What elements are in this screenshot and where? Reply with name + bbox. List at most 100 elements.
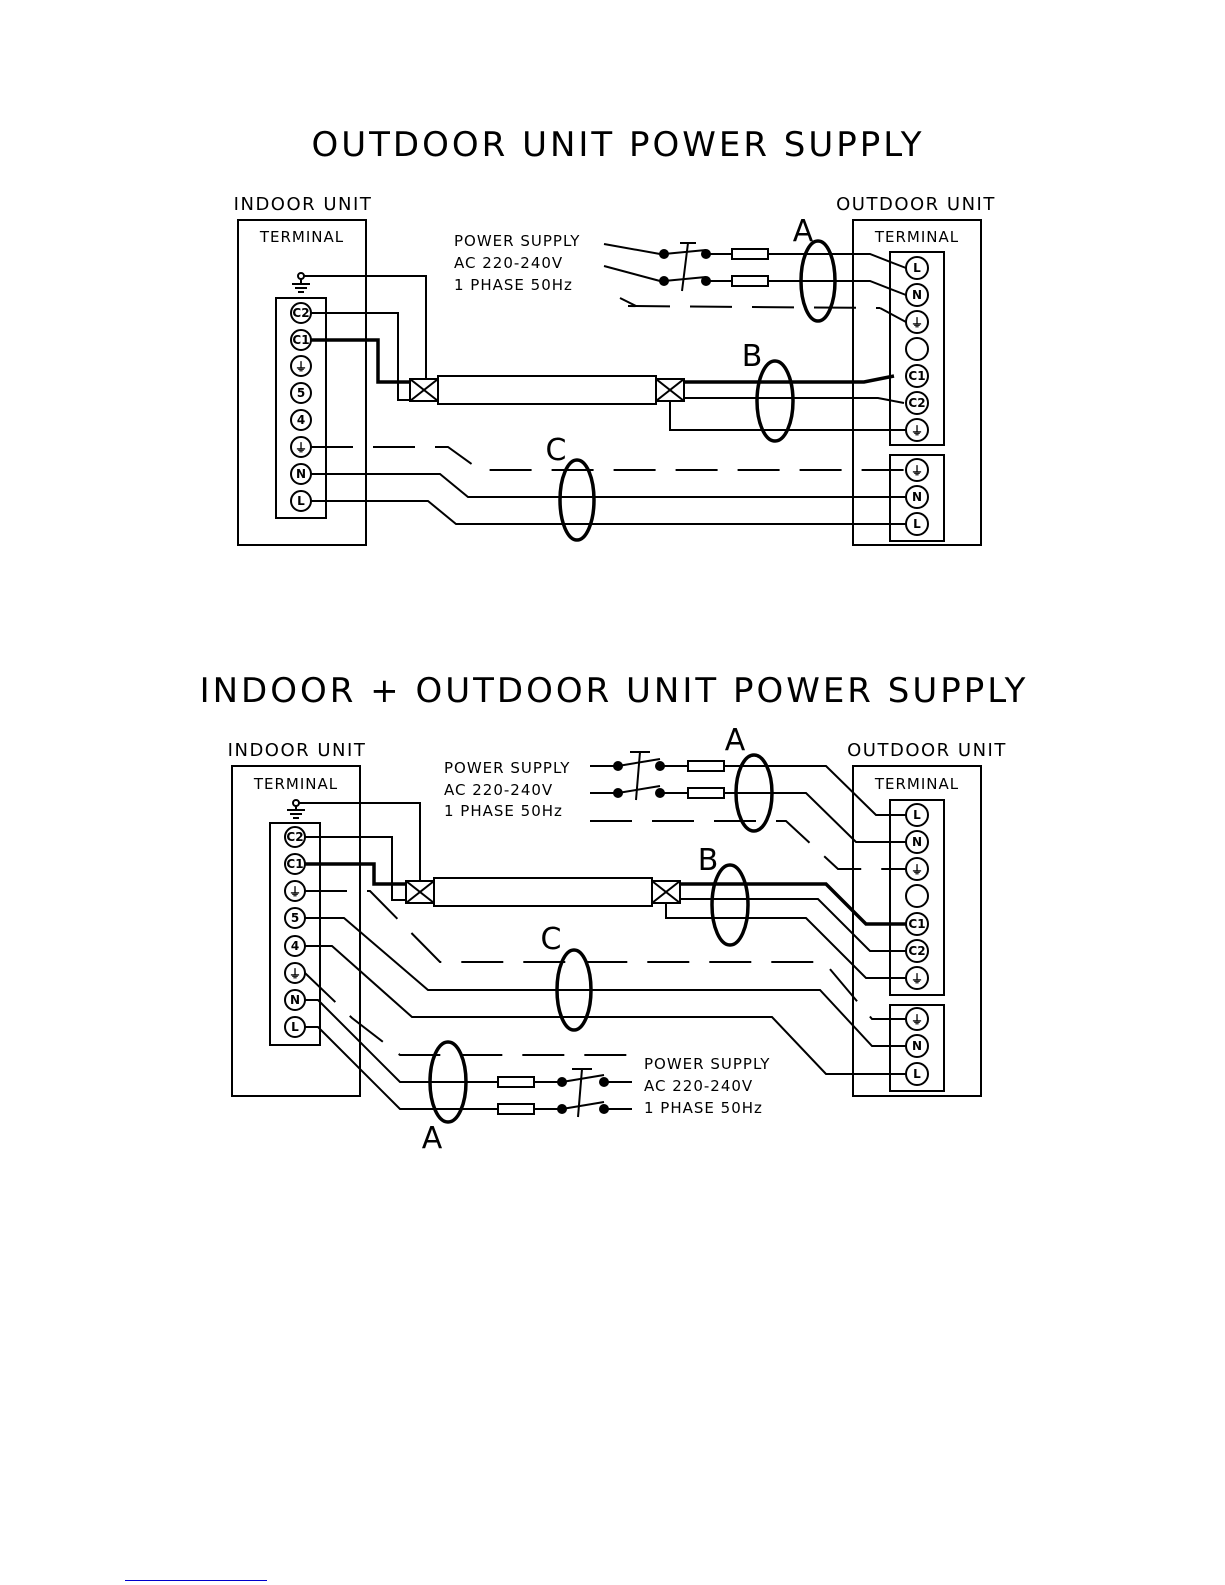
ground-node [297, 272, 305, 280]
power-supply-voltage: AC 220-240V [444, 781, 553, 799]
outdoor-unit-box [852, 765, 982, 1097]
terminal-label: ⏚ [911, 316, 923, 330]
indoor-unit-box [231, 765, 361, 1097]
page-link-underline[interactable] [125, 1580, 267, 1581]
cable-c-label: C [546, 433, 567, 468]
power-supply-label: POWER SUPPLY [444, 759, 570, 777]
cable-c-marker [558, 458, 596, 542]
terminal-5 [290, 382, 312, 404]
cable-a-marker [734, 753, 774, 833]
terminal-label: L [913, 517, 921, 531]
outdoor-terminal-label: TERMINAL [874, 775, 959, 793]
terminal-label: ⏚ [289, 967, 301, 981]
terminal-label: N [912, 288, 922, 302]
communication-cable [437, 375, 657, 405]
power-supply-phase: 1 PHASE 50Hz [644, 1099, 763, 1117]
diagram-1-title: OUTDOOR UNIT POWER SUPPLY [312, 125, 925, 165]
switch-contact [659, 249, 669, 259]
terminal-label: C1 [292, 333, 309, 347]
indoor-unit-label: INDOOR UNIT [228, 740, 367, 761]
terminal-label: C1 [908, 917, 925, 931]
terminal-label: L [913, 808, 921, 822]
terminal-label: C2 [908, 396, 925, 410]
indoor-terminal-block [275, 297, 327, 519]
outdoor-unit-label: OUTDOOR UNIT [836, 194, 996, 215]
cable-a-marker [428, 1040, 468, 1124]
terminal-label: C1 [908, 369, 925, 383]
cable-a-top-wires [590, 751, 906, 870]
terminal-label: 5 [291, 911, 299, 925]
terminal-label: ⏚ [911, 972, 923, 986]
power-supply-label: POWER SUPPLY [454, 232, 580, 250]
terminal-label: 5 [297, 386, 305, 400]
terminal-ground [290, 355, 312, 377]
ground-icon [292, 279, 310, 293]
terminal-label: ⏚ [295, 441, 307, 455]
cable-a-label: A [793, 214, 814, 249]
cable-c-wires [305, 890, 906, 1075]
outdoor-terminal-block-top [889, 799, 945, 996]
terminal-label: ⏚ [911, 464, 923, 478]
terminal-label: L [291, 1020, 299, 1034]
terminal-4 [290, 409, 312, 431]
outdoor-terminals: L N ⏚ C1 C2 ⏚ ⏚ N L [905, 803, 929, 1086]
terminal-label: C1 [286, 857, 303, 871]
terminal-label: C2 [908, 944, 925, 958]
terminal-empty [905, 337, 929, 361]
cable-b-wires [299, 802, 906, 979]
terminal-label: ⏚ [911, 424, 923, 438]
terminal-label: L [297, 494, 305, 508]
terminal-label: ⏚ [295, 360, 307, 374]
terminal-label: ⏚ [289, 885, 301, 899]
cable-c-wires [311, 446, 906, 525]
terminal-label: L [913, 261, 921, 275]
indoor-terminal-label: TERMINAL [259, 228, 344, 246]
terminal-label: C2 [286, 830, 303, 844]
diagram-indoor-outdoor-power-supply: INDOOR + OUTDOOR UNIT POWER SUPPLY INDOO… [200, 671, 1029, 1156]
indoor-unit-box [237, 219, 367, 546]
outdoor-terminals: L N ⏚ C1 C2 ⏚ ⏚ N L [905, 256, 929, 536]
terminal-c2 [905, 391, 929, 415]
fuse-icon [687, 760, 725, 772]
terminal-ground [905, 458, 929, 482]
diagram-outdoor-unit-power-supply: OUTDOOR UNIT POWER SUPPLY INDOOR UNIT OU… [234, 125, 996, 546]
outdoor-unit-label: OUTDOOR UNIT [847, 740, 1007, 761]
fuse-icon [497, 1103, 535, 1115]
terminal-label: L [913, 1067, 921, 1081]
fuse-icon [731, 248, 769, 260]
terminal-label: ⏚ [911, 1013, 923, 1027]
indoor-terminals: C2 C1 ⏚ 5 4 ⏚ N L [290, 302, 312, 512]
outdoor-terminal-block-top [889, 251, 945, 446]
cable-b-marker [755, 359, 795, 443]
ground-node [292, 799, 300, 807]
communication-cable [433, 877, 653, 907]
cable-c-marker [555, 948, 593, 1032]
power-supply-phase: 1 PHASE 50Hz [454, 276, 573, 294]
power-supply-phase: 1 PHASE 50Hz [444, 802, 563, 820]
power-supply-voltage: AC 220-240V [454, 254, 563, 272]
power-supply-voltage: AC 220-240V [644, 1077, 753, 1095]
cable-a-marker [799, 239, 837, 323]
terminal-label: N [296, 467, 306, 481]
terminal-c1 [905, 364, 929, 388]
terminal-label: N [290, 993, 300, 1007]
indoor-terminal-label: TERMINAL [253, 775, 338, 793]
diagram-2-title: INDOOR + OUTDOOR UNIT POWER SUPPLY [200, 671, 1029, 711]
outdoor-terminal-label: TERMINAL [874, 228, 959, 246]
outdoor-terminal-block-bottom [889, 1004, 945, 1092]
cable-a-wires [603, 242, 907, 323]
cable-a-label: A [725, 723, 746, 758]
terminal-label: C2 [292, 306, 309, 320]
cable-b-label: B [698, 843, 719, 878]
terminal-label: N [912, 835, 922, 849]
cable-c-label: C [541, 922, 562, 957]
terminal-label: 4 [297, 413, 305, 427]
cable-a-bottom-wires [304, 972, 636, 1118]
fuse-icon [731, 275, 769, 287]
terminal-label: ⏚ [911, 863, 923, 877]
terminal-label: N [912, 1039, 922, 1053]
indoor-unit-label: INDOOR UNIT [234, 194, 373, 215]
switch-contact [659, 276, 669, 286]
terminal-empty [905, 884, 929, 908]
